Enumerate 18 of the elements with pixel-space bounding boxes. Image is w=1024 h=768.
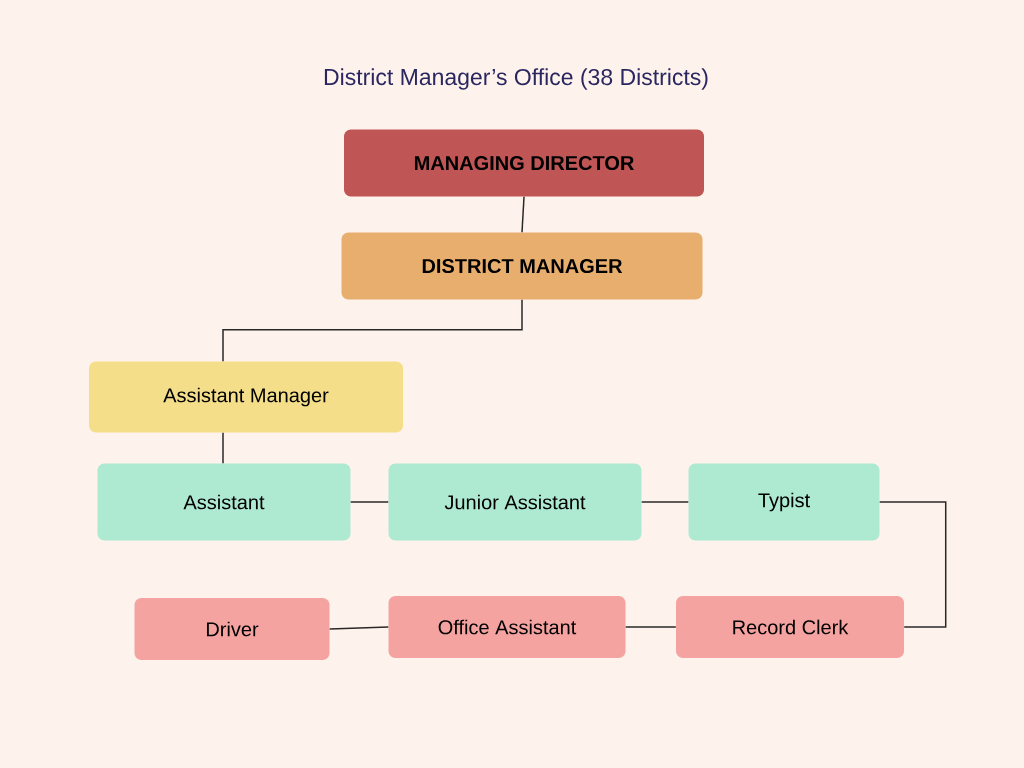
role-box: Junior Assistant: [388, 463, 642, 541]
connector-line: [222, 431, 224, 465]
connector-line: [328, 626, 390, 630]
connector-line: [222, 298, 523, 363]
role-box: Office Assistant: [388, 596, 626, 658]
title: District Manager’s Office (38 Districts): [324, 68, 708, 90]
role-box: MANAGING DIRECTOR: [344, 129, 704, 197]
connector-line: [878, 501, 947, 628]
role-box: DISTRICT MANAGER: [341, 232, 703, 300]
role-box: Assistant Manager: [89, 361, 403, 433]
role-box: Driver: [134, 598, 330, 660]
role-box: Assistant: [97, 463, 351, 541]
connector-line: [349, 501, 390, 503]
role-box: Record Clerk: [676, 596, 904, 658]
connector-line: [624, 626, 677, 628]
connector-line: [521, 195, 525, 234]
role-box: Typist: [688, 463, 880, 541]
connector-line: [640, 501, 690, 503]
